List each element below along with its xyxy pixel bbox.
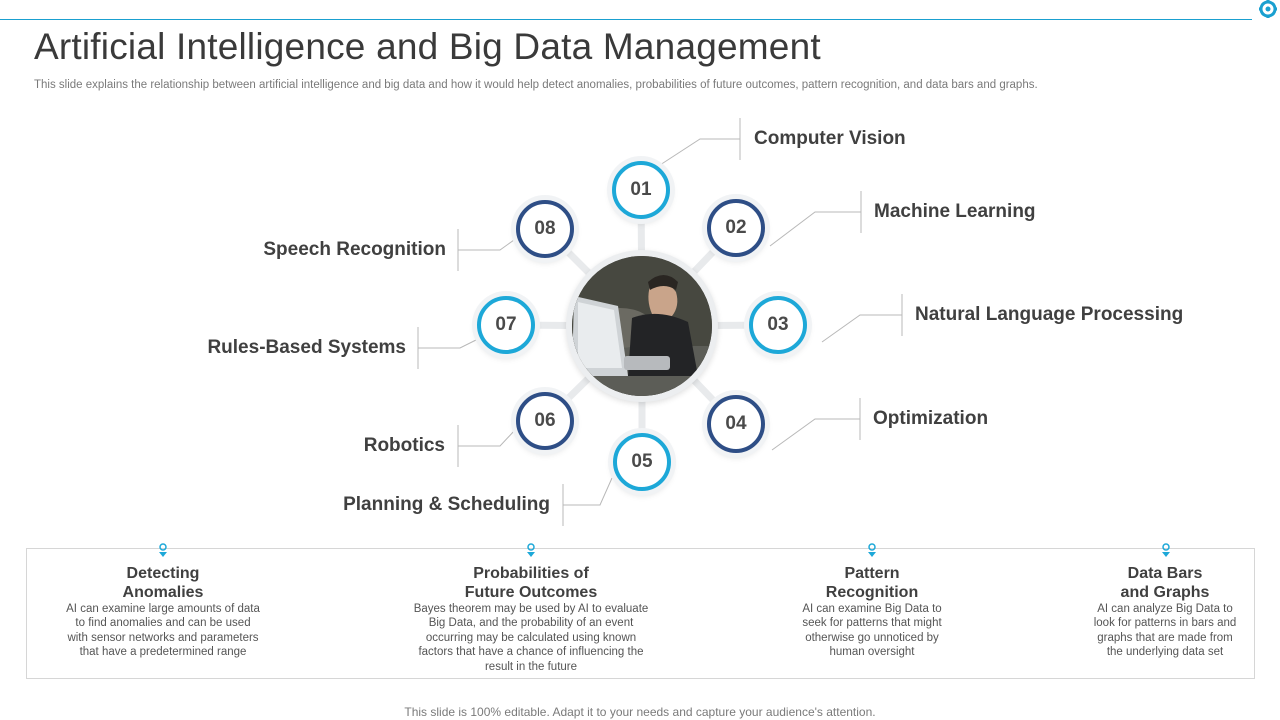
node-03: 03 bbox=[749, 296, 807, 354]
node-04: 04 bbox=[707, 395, 765, 453]
node-number: 06 bbox=[534, 410, 556, 431]
node-number: 07 bbox=[495, 314, 517, 335]
node-number: 01 bbox=[630, 179, 652, 200]
page-title: Artificial Intelligence and Big Data Man… bbox=[34, 26, 821, 67]
node-01: 01 bbox=[612, 161, 670, 219]
node-06: 06 bbox=[516, 392, 574, 450]
node-07: 07 bbox=[477, 296, 535, 354]
node-number: 04 bbox=[725, 413, 747, 434]
page-subtitle: This slide explains the relationship bet… bbox=[34, 79, 1038, 91]
label-machine-learning: Machine Learning bbox=[874, 201, 1036, 222]
label-speech-recognition: Speech Recognition bbox=[263, 239, 446, 260]
gear-icon bbox=[1259, 0, 1277, 18]
benefit-description: Bayes theorem may be used by AI to evalu… bbox=[413, 603, 649, 673]
label-planning-scheduling: Planning & Scheduling bbox=[343, 494, 550, 515]
label-nlp: Natural Language Processing bbox=[915, 304, 1184, 325]
node-02: 02 bbox=[707, 199, 765, 257]
node-05: 05 bbox=[613, 433, 671, 491]
footer-note: This slide is 100% editable. Adapt it to… bbox=[404, 705, 876, 719]
node-number: 02 bbox=[725, 217, 747, 238]
node-08: 08 bbox=[516, 200, 574, 258]
label-optimization: Optimization bbox=[873, 408, 989, 429]
pin-icon bbox=[159, 543, 167, 557]
pin-icon bbox=[1162, 543, 1170, 557]
label-robotics: Robotics bbox=[363, 435, 445, 456]
node-number: 05 bbox=[631, 451, 653, 472]
person-laptop-photo bbox=[572, 256, 712, 396]
pin-icon bbox=[868, 543, 876, 557]
node-number: 08 bbox=[534, 218, 556, 239]
benefits-panel bbox=[26, 548, 1255, 679]
pin-icon bbox=[527, 543, 535, 557]
header-rule bbox=[0, 19, 1252, 20]
label-computer-vision: Computer Vision bbox=[754, 128, 906, 149]
label-rules-based-systems: Rules-Based Systems bbox=[207, 337, 406, 358]
node-number: 03 bbox=[767, 314, 789, 335]
